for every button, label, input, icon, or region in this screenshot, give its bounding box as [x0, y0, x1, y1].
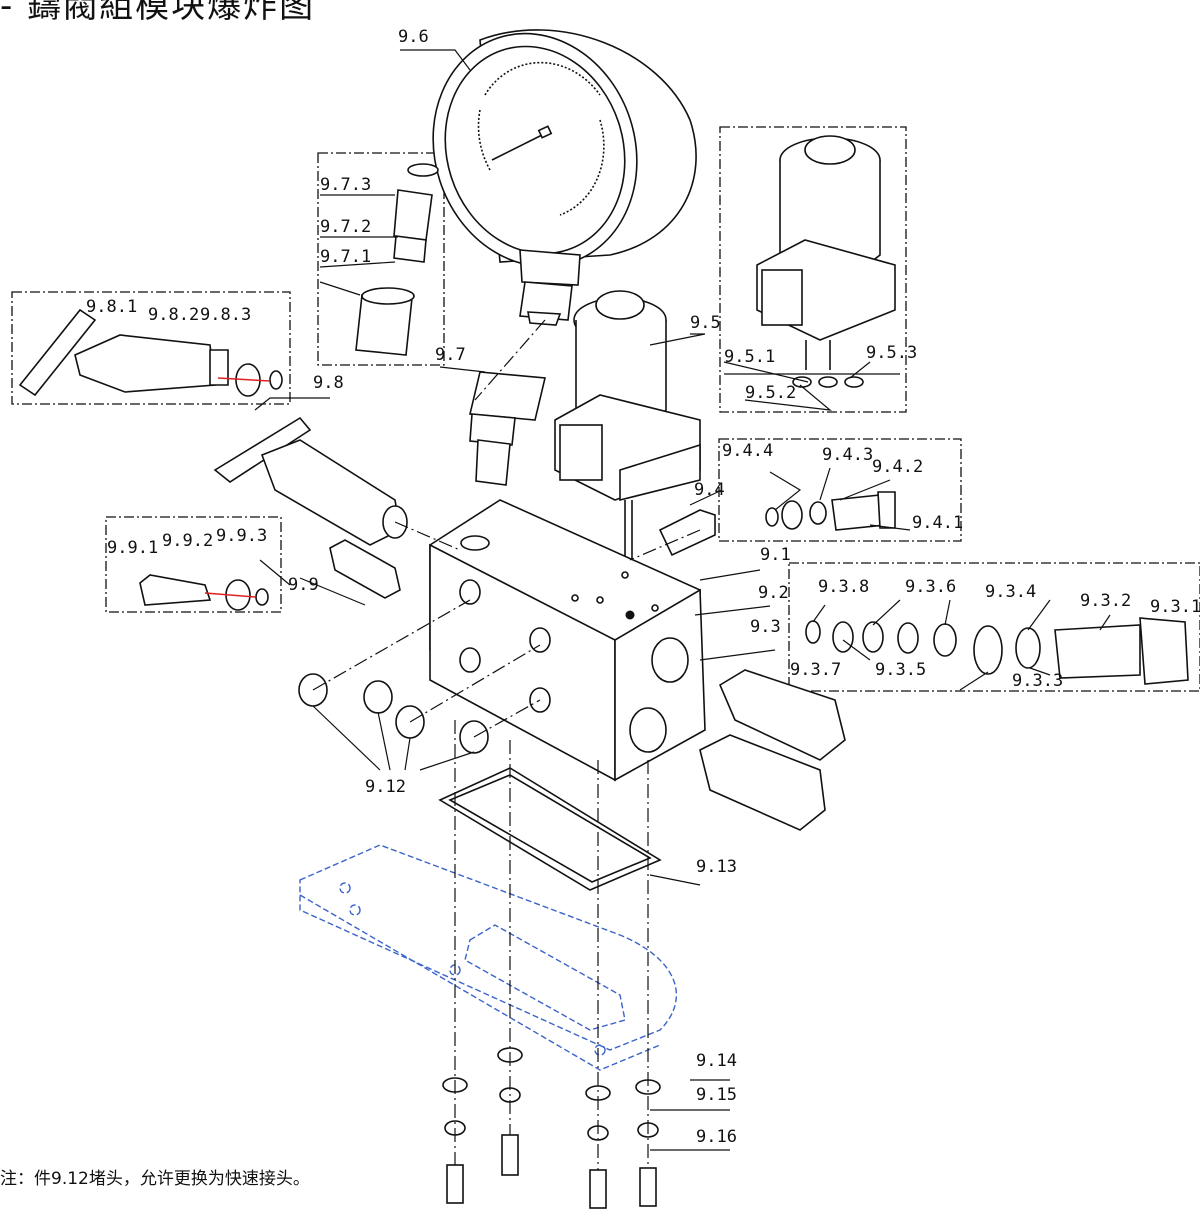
- group-box-9-8: [11, 291, 291, 405]
- drawing-title: - 鑄閥組模块爆炸图: [0, 0, 316, 26]
- label-9-7-1: 9.7.1: [320, 247, 371, 267]
- group-box-9-7: [317, 152, 445, 366]
- check-valve-9-4: [658, 491, 896, 557]
- mounting-plate-outline: [299, 844, 677, 1071]
- adapter-9-7-parts: [355, 163, 546, 486]
- group-box-9-5: [719, 126, 907, 413]
- label-9-6: 9.6: [398, 27, 429, 47]
- assembly-center-lines: [312, 319, 701, 1170]
- label-9-3-5: 9.3.5: [875, 660, 926, 680]
- label-9-4-1: 9.4.1: [912, 513, 963, 533]
- cartridge-valve-9-3: [699, 617, 1189, 831]
- label-9-4: 9.4: [694, 480, 725, 500]
- label-9-9-3: 9.9.3: [216, 526, 267, 546]
- quick-coupling-9-8: [18, 308, 408, 546]
- label-9-3-7: 9.3.7: [790, 660, 841, 680]
- label-9-9-2: 9.9.2: [162, 531, 213, 551]
- valve-9-9: [139, 539, 401, 611]
- label-9-3: 9.3: [750, 617, 781, 637]
- group-box-9-9: [105, 516, 282, 613]
- label-9-12: 9.12: [365, 777, 406, 797]
- label-9-8-3: 9.8.3: [200, 305, 251, 325]
- label-9-1: 9.1: [760, 545, 791, 565]
- label-9-4-3: 9.4.3: [822, 445, 873, 465]
- label-9-5: 9.5: [690, 313, 721, 333]
- label-9-13: 9.13: [696, 857, 737, 877]
- label-9-9: 9.9: [288, 575, 319, 595]
- group-box-9-4: [718, 438, 962, 542]
- label-9-5-2: 9.5.2: [745, 383, 796, 403]
- manifold-block: [429, 499, 706, 782]
- label-9-14: 9.14: [696, 1051, 737, 1071]
- label-9-3-8: 9.3.8: [818, 577, 869, 597]
- label-9-3-1: 9.3.1: [1150, 597, 1200, 617]
- label-9-9-1: 9.9.1: [107, 538, 158, 558]
- label-9-7-3: 9.7.3: [320, 175, 371, 195]
- label-9-3-6: 9.3.6: [905, 577, 956, 597]
- footnote: 注：件9.12堵头，允许更换为快速接头。: [0, 1169, 310, 1189]
- label-9-3-3: 9.3.3: [1012, 671, 1063, 691]
- label-9-16: 9.16: [696, 1127, 737, 1147]
- bolts-and-washers: [442, 1047, 661, 1209]
- leader-lines: [254, 49, 1111, 1151]
- label-9-5-1: 9.5.1: [724, 347, 775, 367]
- label-9-2: 9.2: [758, 583, 789, 603]
- label-9-4-4: 9.4.4: [722, 441, 773, 461]
- part-labels: 9.6 9.7.3 9.7.2 9.7.1 9.7 9.8.1 9.8.2 9.…: [86, 27, 1200, 1147]
- label-9-7-2: 9.7.2: [320, 217, 371, 237]
- gasket-9-13: [438, 767, 662, 891]
- solenoid-valve-9-5: [554, 135, 896, 560]
- pressure-gauge: [432, 29, 697, 326]
- label-9-15: 9.15: [696, 1085, 737, 1105]
- label-9-3-2: 9.3.2: [1080, 591, 1131, 611]
- label-9-5-3: 9.5.3: [866, 343, 917, 363]
- group-box-9-3: [788, 562, 1200, 692]
- label-9-4-2: 9.4.2: [872, 457, 923, 477]
- label-9-7: 9.7: [435, 345, 466, 365]
- label-9-8: 9.8: [313, 373, 344, 393]
- label-9-8-2: 9.8.2: [148, 305, 199, 325]
- label-9-3-4: 9.3.4: [985, 582, 1036, 602]
- label-9-8-1: 9.8.1: [86, 297, 137, 317]
